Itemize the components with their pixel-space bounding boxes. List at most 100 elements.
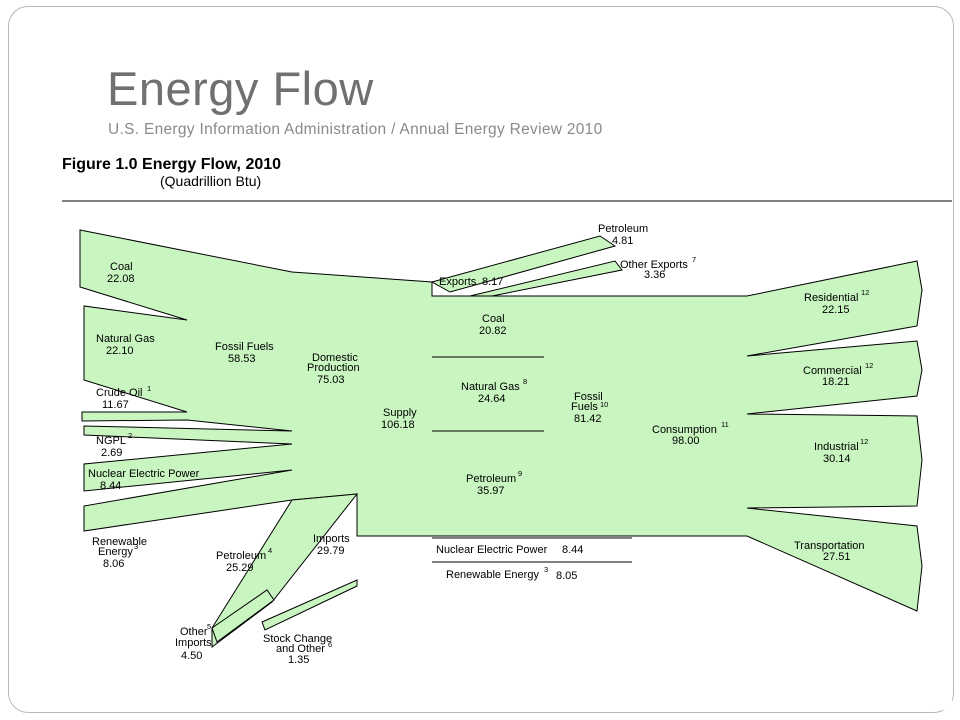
svg-text:Natural Gas: Natural Gas <box>96 333 155 345</box>
svg-text:3: 3 <box>134 542 138 551</box>
svg-text:Imports: Imports <box>175 637 212 649</box>
svg-text:Fossil Fuels: Fossil Fuels <box>215 341 274 353</box>
svg-text:58.53: 58.53 <box>228 353 256 365</box>
svg-text:Petroleum: Petroleum <box>216 550 266 562</box>
svg-text:8.05: 8.05 <box>556 570 577 582</box>
svg-text:Nuclear Electric Power: Nuclear Electric Power <box>436 544 548 556</box>
svg-text:12: 12 <box>865 361 873 370</box>
svg-text:Natural Gas: Natural Gas <box>461 381 520 393</box>
domestic-production-label: Domestic Production 75.03 <box>307 352 360 386</box>
svg-text:11.67: 11.67 <box>102 399 129 411</box>
svg-text:22.08: 22.08 <box>107 273 135 285</box>
natural-gas-source-label: Natural Gas 22.10 <box>96 333 155 357</box>
svg-text:81.42: 81.42 <box>574 413 602 425</box>
other-exports-label: Other Exports 7 3.36 <box>620 255 696 281</box>
renewable-consumption-label: Renewable Energy 3 8.05 <box>446 565 577 582</box>
ngpl-label: NGPL 2 2.69 <box>96 431 132 459</box>
stock-change-label: Stock Change and Other 6 1.35 <box>263 633 332 666</box>
svg-text:Other: Other <box>180 626 208 638</box>
svg-text:6: 6 <box>328 640 332 649</box>
nuclear-source-label: Nuclear Electric Power 8.44 <box>88 468 200 492</box>
svg-text:12: 12 <box>860 437 868 446</box>
petroleum-consumption-label: Petroleum 9 35.97 <box>466 469 522 497</box>
svg-text:11: 11 <box>721 420 729 429</box>
svg-text:Petroleum: Petroleum <box>466 473 516 485</box>
svg-text:8.44: 8.44 <box>562 544 583 556</box>
svg-text:30.14: 30.14 <box>823 453 851 465</box>
figure-units: (Quadrillion Btu) <box>160 173 261 189</box>
svg-text:9: 9 <box>518 469 522 478</box>
svg-text:Industrial: Industrial <box>814 441 859 453</box>
transportation-label: Transportation 27.51 <box>794 540 865 563</box>
svg-text:106.18: 106.18 <box>381 419 415 431</box>
svg-text:98.00: 98.00 <box>672 435 700 447</box>
svg-text:10: 10 <box>600 400 608 409</box>
petroleum-exports-flow <box>430 235 617 293</box>
svg-text:29.79: 29.79 <box>317 545 345 557</box>
svg-text:20.82: 20.82 <box>479 325 507 337</box>
svg-text:12: 12 <box>861 288 869 297</box>
figure-title: Figure 1.0 Energy Flow, 2010 <box>62 156 281 173</box>
svg-text:8.44: 8.44 <box>100 480 121 492</box>
svg-text:Consumption: Consumption <box>652 424 717 436</box>
svg-text:75.03: 75.03 <box>317 374 345 386</box>
svg-text:1: 1 <box>147 384 151 393</box>
svg-text:4.50: 4.50 <box>181 650 202 662</box>
svg-text:7: 7 <box>692 255 696 264</box>
svg-text:Fuels: Fuels <box>571 401 598 413</box>
energy-flow-diagram: Figure 1.0 Energy Flow, 2010 (Quadrillio… <box>62 156 952 666</box>
svg-text:Imports: Imports <box>313 533 350 545</box>
svg-text:Exports: Exports <box>439 276 477 288</box>
svg-text:35.97: 35.97 <box>477 485 505 497</box>
svg-text:Renewable: Renewable <box>92 536 147 548</box>
commercial-label: Commercial 12 18.21 <box>803 361 873 388</box>
svg-text:Coal: Coal <box>110 261 133 273</box>
energy-flow-figure: Figure 1.0 Energy Flow, 2010 (Quadrillio… <box>52 150 952 710</box>
svg-text:2.69: 2.69 <box>101 447 122 459</box>
svg-text:Supply: Supply <box>383 407 417 419</box>
coal-consumption-label: Coal 20.82 <box>479 313 507 337</box>
coal-source-label: Coal 22.08 <box>107 261 135 285</box>
svg-text:8.06: 8.06 <box>103 558 124 570</box>
petroleum-imports-label: Petroleum 4 25.29 <box>216 546 272 574</box>
svg-text:Other Exports: Other Exports <box>620 259 688 271</box>
svg-text:27.51: 27.51 <box>823 551 851 563</box>
consumption-label: Consumption 11 98.00 <box>652 420 729 447</box>
natural-gas-consumption-label: Natural Gas 8 24.64 <box>461 377 527 405</box>
svg-text:3.36: 3.36 <box>644 269 665 281</box>
svg-text:22.10: 22.10 <box>106 345 134 357</box>
svg-text:18.21: 18.21 <box>822 376 850 388</box>
svg-text:8: 8 <box>523 377 527 386</box>
svg-text:3: 3 <box>544 565 548 574</box>
svg-text:Commercial: Commercial <box>803 365 862 377</box>
exports-label: Exports 8.17 <box>439 276 503 288</box>
fossil-fuels-production-label: Fossil Fuels 58.53 <box>215 341 274 365</box>
svg-text:1.35: 1.35 <box>288 654 309 666</box>
svg-text:Nuclear Electric Power: Nuclear Electric Power <box>88 468 200 480</box>
svg-text:Energy: Energy <box>98 546 133 558</box>
slide-title: Energy Flow <box>107 62 374 115</box>
stock-change-flow <box>261 579 358 631</box>
other-imports-label: Other 5 Imports 4.50 <box>175 622 212 662</box>
svg-text:and Other: and Other <box>276 643 325 655</box>
svg-text:25.29: 25.29 <box>226 562 254 574</box>
svg-text:8.17: 8.17 <box>482 276 503 288</box>
svg-text:Stock Change: Stock Change <box>263 633 332 645</box>
svg-text:NGPL: NGPL <box>96 435 126 447</box>
svg-text:Residential: Residential <box>804 292 858 304</box>
svg-text:Coal: Coal <box>482 313 505 325</box>
renewable-source-label: Renewable Energy 3 8.06 <box>92 536 147 570</box>
imports-label: Imports 29.79 <box>313 533 350 557</box>
svg-text:Petroleum: Petroleum <box>598 223 648 235</box>
supply-label: Supply 106.18 <box>381 407 417 431</box>
svg-text:4: 4 <box>268 546 272 555</box>
svg-text:Domestic: Domestic <box>312 352 358 364</box>
residential-label: Residential 12 22.15 <box>804 288 869 316</box>
svg-text:Transportation: Transportation <box>794 540 865 552</box>
svg-text:Renewable Energy: Renewable Energy <box>446 569 539 581</box>
industrial-label: Industrial 12 30.14 <box>814 437 868 465</box>
svg-text:Production: Production <box>307 362 360 374</box>
svg-text:4.81: 4.81 <box>612 235 633 247</box>
slide-subtitle: U.S. Energy Information Administration /… <box>108 121 603 138</box>
crude-oil-label: Crude Oil 1 11.67 <box>96 384 151 411</box>
